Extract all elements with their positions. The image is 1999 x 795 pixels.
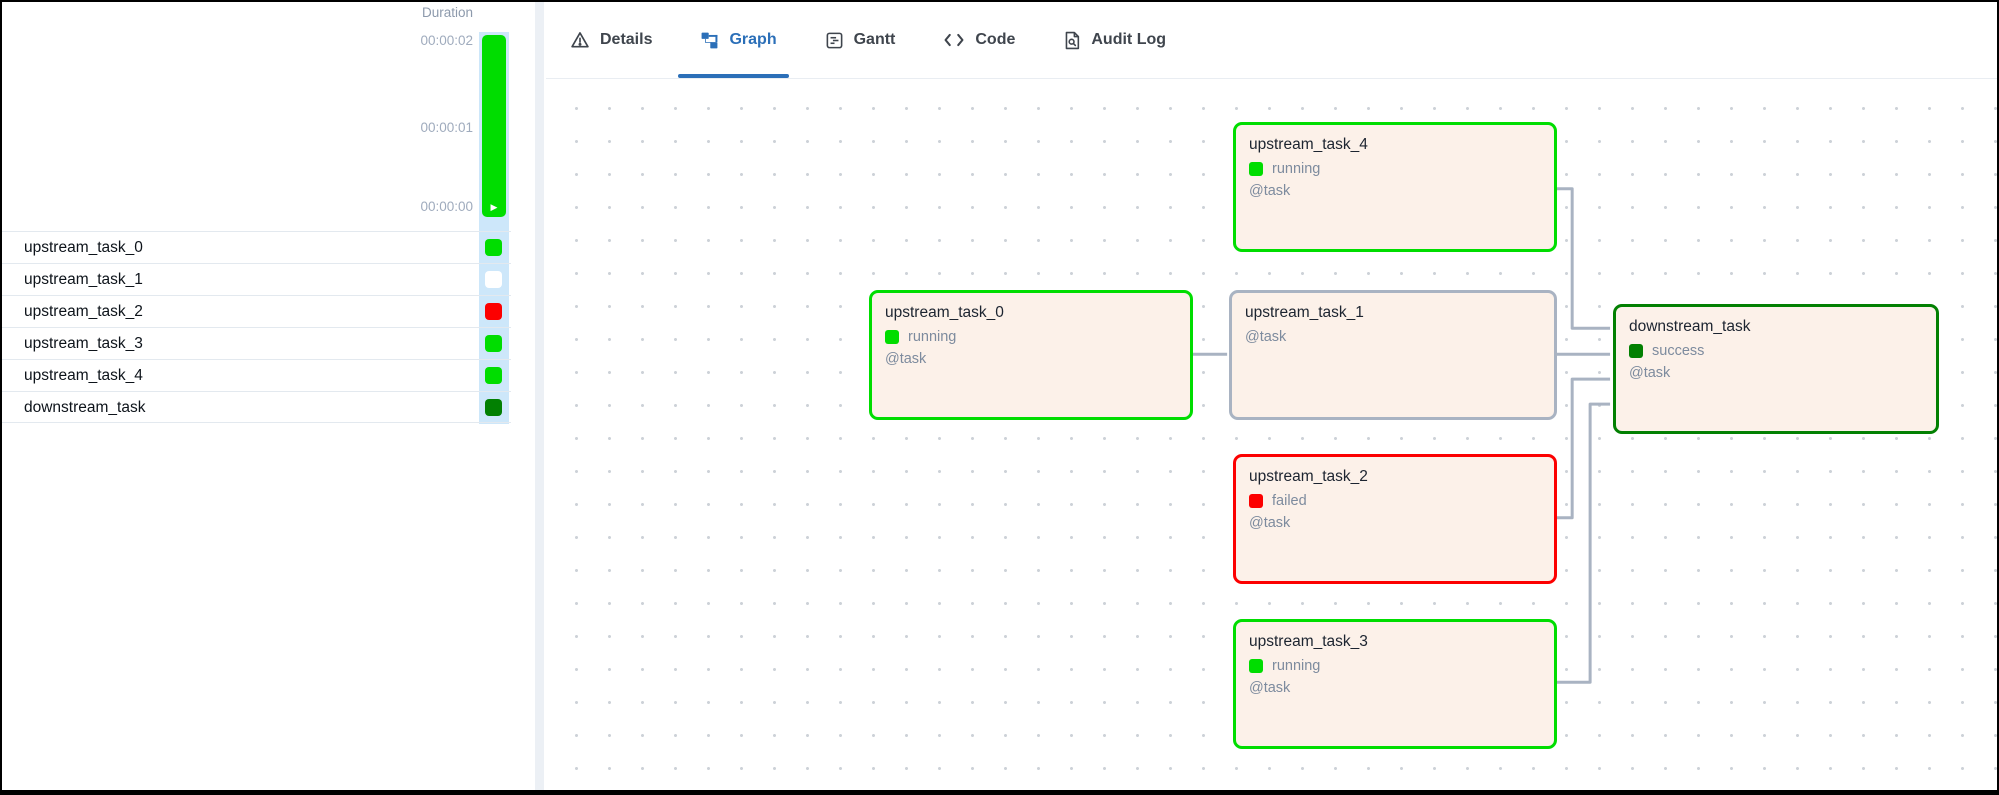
- graph-node-upstream_task_4[interactable]: upstream_task_4 running @task: [1233, 122, 1557, 252]
- graph-node-upstream_task_2[interactable]: upstream_task_2 failed @task: [1233, 454, 1557, 584]
- duration-tick: 00:00:00: [420, 199, 473, 214]
- node-status: running: [1249, 161, 1541, 177]
- node-decorator: @task: [1249, 515, 1291, 531]
- warning-triangle-icon: [570, 30, 590, 50]
- node-status: running: [1249, 658, 1541, 674]
- task-name: upstream_task_1: [24, 271, 143, 288]
- node-title: downstream_task: [1629, 318, 1751, 335]
- code-icon: [943, 31, 965, 49]
- tab-gantt[interactable]: Gantt: [825, 2, 896, 78]
- node-title: upstream_task_0: [885, 304, 1004, 321]
- tab-code[interactable]: Code: [943, 2, 1015, 78]
- edge-upstream_task_4-downstream_task: [1556, 187, 1611, 330]
- task-name: upstream_task_2: [24, 303, 143, 320]
- tab-details[interactable]: Details: [570, 2, 652, 78]
- status-label: success: [1652, 343, 1705, 359]
- status-square-icon: [1629, 344, 1643, 358]
- status-label: failed: [1272, 493, 1307, 509]
- node-decorator: @task: [1249, 680, 1291, 696]
- duration-tick: 00:00:01: [420, 120, 473, 135]
- task-list: upstream_task_0 upstream_task_1 upstream…: [2, 231, 511, 423]
- duration-tick: 00:00:02: [420, 33, 473, 48]
- audit-log-icon: [1063, 31, 1081, 50]
- edge-upstream_task_3-downstream_task: [1556, 402, 1611, 684]
- task-name: upstream_task_3: [24, 335, 143, 352]
- gantt-icon: [825, 31, 844, 50]
- node-status: failed: [1249, 493, 1541, 509]
- graph-node-upstream_task_1[interactable]: upstream_task_1 @task: [1229, 290, 1557, 420]
- run-duration-bar[interactable]: ▶: [482, 35, 506, 217]
- node-decorator: @task: [1629, 365, 1671, 381]
- graph-canvas[interactable]: upstream_task_4 running @task upstream_t…: [546, 80, 1997, 790]
- status-label: running: [1272, 161, 1321, 177]
- task-row[interactable]: downstream_task: [2, 391, 511, 423]
- task-row[interactable]: upstream_task_2: [2, 295, 511, 327]
- graph-node-upstream_task_0[interactable]: upstream_task_0 running @task: [869, 290, 1193, 420]
- detail-panel: Details Graph: [546, 2, 1997, 790]
- graph-edges: [1191, 187, 1611, 684]
- grid-panel: Duration 00:00:02 00:00:01 00:00:00 ▶ up…: [2, 2, 535, 790]
- task-status-square[interactable]: [485, 335, 502, 352]
- task-name: upstream_task_0: [24, 239, 143, 256]
- tab-label: Audit Log: [1091, 31, 1167, 48]
- status-square-icon: [1249, 494, 1263, 508]
- node-status: running: [885, 329, 1177, 345]
- node-decorator: @task: [1245, 329, 1287, 345]
- status-square-icon: [885, 330, 899, 344]
- status-label: running: [908, 329, 957, 345]
- duration-axis-title: Duration: [421, 5, 473, 20]
- node-title: upstream_task_2: [1249, 468, 1368, 485]
- status-square-icon: [1249, 162, 1263, 176]
- task-row[interactable]: upstream_task_0: [2, 231, 511, 263]
- node-decorator: @task: [885, 351, 927, 367]
- task-status-square[interactable]: [485, 303, 502, 320]
- task-name: upstream_task_4: [24, 367, 143, 384]
- graph-icon: [700, 31, 719, 50]
- task-status-square[interactable]: [485, 399, 502, 416]
- status-label: running: [1272, 658, 1321, 674]
- graph-node-upstream_task_3[interactable]: upstream_task_3 running @task: [1233, 619, 1557, 749]
- tab-label: Details: [600, 31, 653, 48]
- task-row[interactable]: upstream_task_3: [2, 327, 511, 359]
- task-row[interactable]: upstream_task_4: [2, 359, 511, 391]
- graph-node-downstream_task[interactable]: downstream_task success @task: [1613, 304, 1939, 434]
- task-status-square[interactable]: [485, 367, 502, 384]
- tab-graph[interactable]: Graph: [678, 2, 789, 78]
- status-square-icon: [1249, 659, 1263, 673]
- tab-label: Graph: [729, 31, 777, 48]
- node-decorator: @task: [1249, 183, 1291, 199]
- task-row[interactable]: upstream_task_1: [2, 263, 511, 295]
- task-status-square[interactable]: [485, 271, 502, 288]
- node-status: success: [1629, 343, 1923, 359]
- node-title: upstream_task_1: [1245, 304, 1364, 321]
- tab-audit-log[interactable]: Audit Log: [1063, 2, 1166, 78]
- task-name: downstream_task: [24, 399, 146, 416]
- tab-label: Gantt: [853, 31, 896, 48]
- node-title: upstream_task_3: [1249, 633, 1368, 650]
- tab-bar: Details Graph: [546, 2, 1997, 79]
- node-title: upstream_task_4: [1249, 136, 1368, 153]
- play-icon: ▶: [490, 202, 498, 212]
- task-status-square[interactable]: [485, 239, 502, 256]
- tab-label: Code: [975, 31, 1016, 48]
- edge-upstream_task_2-downstream_task: [1556, 377, 1611, 520]
- panel-divider[interactable]: [535, 2, 546, 790]
